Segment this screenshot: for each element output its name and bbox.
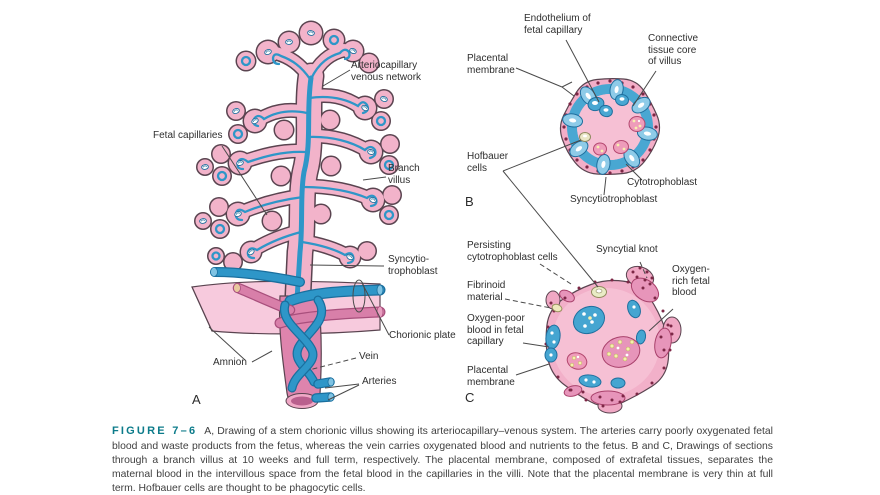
oxygen-poor-capillaries bbox=[544, 299, 647, 389]
fibrinoid-patch bbox=[551, 303, 563, 313]
oxygen-rich-capillaries bbox=[566, 336, 641, 370]
label-connective-tissue-core: Connective tissue core of villus bbox=[648, 33, 699, 67]
label-branch-villus: Branch villus bbox=[388, 163, 420, 186]
label-arteriocapillary-network: Arteriocapillary venous network bbox=[351, 60, 422, 83]
label-chorionic-plate: Chorionic plate bbox=[389, 330, 456, 341]
panel-letter-b: B bbox=[465, 194, 474, 209]
label-syncytiotrophoblast-a: Syncytio- trophoblast bbox=[388, 254, 438, 277]
label-fetal-capillaries: Fetal capillaries bbox=[153, 130, 223, 141]
label-vein: Vein bbox=[359, 351, 379, 362]
stromal-cells bbox=[593, 116, 646, 156]
label-cytotrophoblast: Cytotrophoblast bbox=[627, 177, 698, 188]
panel-letter-c: C bbox=[465, 390, 475, 405]
syncytium-nuclei bbox=[544, 266, 674, 408]
capillary-endothelium-cells bbox=[587, 93, 629, 118]
leader-lines bbox=[208, 39, 674, 401]
figure-number: FIGURE 7–6 bbox=[112, 425, 198, 438]
cytotrophoblast-cells bbox=[562, 79, 658, 175]
figure-caption-text: A, Drawing of a stem chorionic villus sh… bbox=[112, 426, 773, 495]
label-amnion: Amnion bbox=[213, 357, 247, 368]
label-fibrinoid-material: Fibrinoid material bbox=[467, 280, 506, 303]
label-syncytial-knot: Syncytial knot bbox=[596, 244, 658, 255]
spiral-arteries bbox=[279, 295, 335, 403]
label-oxygen-poor-blood: Oxygen-poor blood in fetal capillary bbox=[467, 313, 525, 347]
panel-letter-a: A bbox=[192, 392, 201, 407]
label-syncytiotrophoblast-b: Syncytiotrophoblast bbox=[570, 194, 658, 205]
label-oxygen-rich-blood: Oxygen- rich fetal blood bbox=[672, 264, 710, 298]
label-endothelium: Endothelium of fetal capillary bbox=[524, 13, 591, 36]
branch-villus-full-term-drawing bbox=[544, 265, 682, 414]
fetal-capillary-vessels bbox=[211, 34, 395, 303]
branch-villus-10-weeks-drawing bbox=[559, 78, 661, 175]
label-arteries: Arteries bbox=[362, 376, 397, 387]
label-placental-membrane-b: Placental membrane bbox=[467, 53, 515, 76]
stem-villus-drawing bbox=[191, 20, 402, 409]
label-hofbauer-cells: Hofbauer cells bbox=[467, 151, 509, 174]
label-persisting-cytotrophoblast: Persisting cytotrophoblast cells bbox=[467, 240, 558, 263]
persisting-cytotrophoblast-patches bbox=[559, 277, 672, 406]
label-placental-membrane-c: Placental membrane bbox=[467, 365, 515, 388]
